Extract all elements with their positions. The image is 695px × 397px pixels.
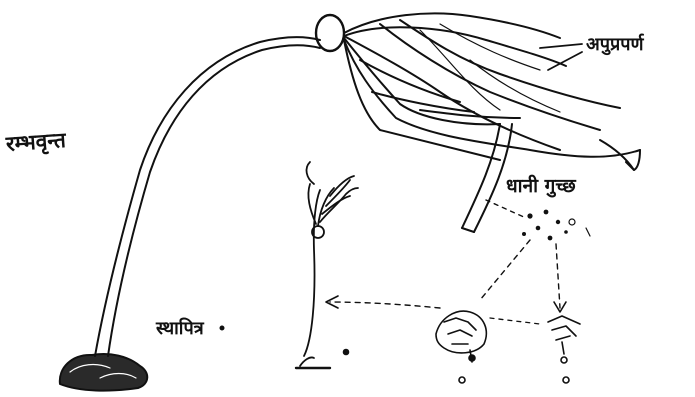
- float-bulb: [316, 15, 344, 51]
- spores-outline: [569, 219, 590, 236]
- holdfast-base: [60, 354, 147, 391]
- blade-to-spores-connector: [486, 200, 526, 218]
- holdfast-label: स्थापित्र: [156, 316, 204, 340]
- return-arrow-line: [330, 302, 440, 308]
- gametophyte-right: [548, 316, 580, 383]
- dot-mark: [220, 326, 224, 330]
- young-sporophyte: [296, 162, 358, 368]
- lamina-label: अपुप्रपर्ण: [586, 32, 643, 56]
- sporangia-cluster-label: धानी गुच्छ: [506, 172, 576, 198]
- gametophyte-left: [436, 311, 486, 383]
- long-stipe: [95, 37, 320, 356]
- lamina-pointer: [540, 44, 582, 70]
- spores-cluster: [522, 210, 568, 241]
- gametophyte-link: [490, 318, 540, 324]
- stipe-label: रम्भवृन्त: [5, 126, 67, 158]
- spores-to-gametophyte-arrows: [480, 240, 560, 308]
